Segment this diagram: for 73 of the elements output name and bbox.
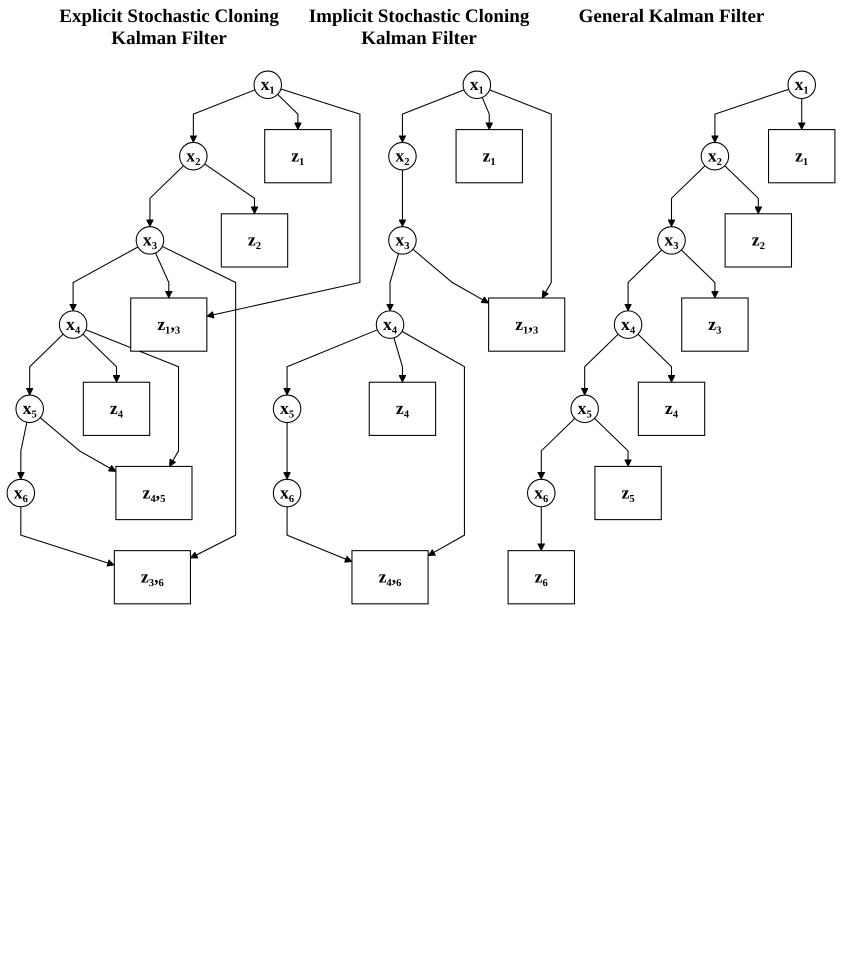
node-circle: x₅	[272, 394, 302, 424]
arrow	[26, 334, 64, 396]
node-circle: x₃	[388, 226, 417, 255]
node-box: z₁,₃	[488, 297, 566, 352]
arrow	[402, 330, 465, 556]
section-heading: General Kalman Filter	[578, 6, 766, 28]
node-box: z₂	[220, 213, 288, 268]
node-box: z₃,₆	[114, 550, 191, 604]
node-box: z₁	[456, 129, 523, 184]
arrow	[386, 253, 400, 312]
node-circle: x₆	[527, 478, 556, 508]
arrow	[283, 422, 291, 480]
node-box: z₃	[681, 297, 749, 352]
node-circle: x₆	[6, 478, 36, 508]
node-box: z₄,₆	[351, 550, 429, 604]
node-circle: x₅	[15, 394, 44, 424]
node-box: z₄	[368, 382, 436, 436]
node-box: z₁,₃	[130, 297, 208, 352]
arrow	[711, 88, 789, 143]
arrow	[69, 246, 138, 312]
arrow	[594, 418, 632, 467]
node-box: z₄,₅	[115, 466, 193, 520]
arrow	[482, 97, 494, 130]
node-circle: x₁	[253, 70, 282, 100]
arrow	[398, 170, 406, 228]
node-box: z₄	[638, 382, 706, 436]
arrow	[189, 89, 256, 143]
arrow	[82, 334, 120, 383]
arrow	[724, 165, 762, 214]
node-circle: x₆	[272, 478, 302, 508]
arrow	[146, 165, 184, 228]
arrow	[537, 506, 546, 551]
node-circle: x₂	[388, 142, 417, 170]
node-circle: x₁	[787, 70, 816, 100]
node-circle: x₄	[376, 310, 404, 339]
node-circle: x₂	[700, 142, 730, 170]
arrow	[86, 329, 180, 467]
arrow	[798, 98, 806, 130]
node-box: z₅	[594, 466, 662, 520]
arrow	[393, 338, 406, 383]
node-box: z₁	[768, 129, 836, 184]
arrow	[537, 418, 576, 480]
arrow	[580, 334, 619, 396]
arrow	[398, 89, 464, 143]
node-box: z₁	[264, 129, 332, 184]
section-heading: Implicit Stochastic Cloning Kalman Filter	[308, 6, 530, 50]
section-heading: Explicit Stochastic Cloning Kalman Filter	[58, 6, 280, 50]
arrow	[624, 250, 662, 312]
arrow	[668, 165, 706, 228]
arrow	[489, 89, 552, 298]
arrow	[20, 506, 115, 567]
arrow	[162, 246, 236, 558]
node-circle: x₂	[179, 142, 208, 170]
node-circle: x₁	[462, 70, 492, 100]
node-box: z₄	[82, 382, 150, 436]
node-circle: x₃	[657, 226, 686, 255]
node-circle: x₅	[570, 394, 599, 424]
arrow	[155, 252, 173, 298]
arrow	[206, 88, 360, 319]
arrow	[277, 94, 302, 130]
node-box: z₆	[508, 550, 575, 604]
arrow	[680, 250, 719, 298]
arrow	[40, 417, 116, 472]
node-box: z₂	[724, 213, 792, 268]
node-circle: x₄	[58, 310, 88, 339]
arrow	[412, 248, 489, 304]
arrow	[204, 164, 258, 214]
arrow	[638, 334, 676, 383]
arrow	[283, 329, 378, 396]
arrow	[16, 422, 28, 480]
node-circle: x₃	[136, 226, 164, 255]
arrow	[286, 506, 352, 563]
node-circle: x₄	[614, 310, 642, 339]
